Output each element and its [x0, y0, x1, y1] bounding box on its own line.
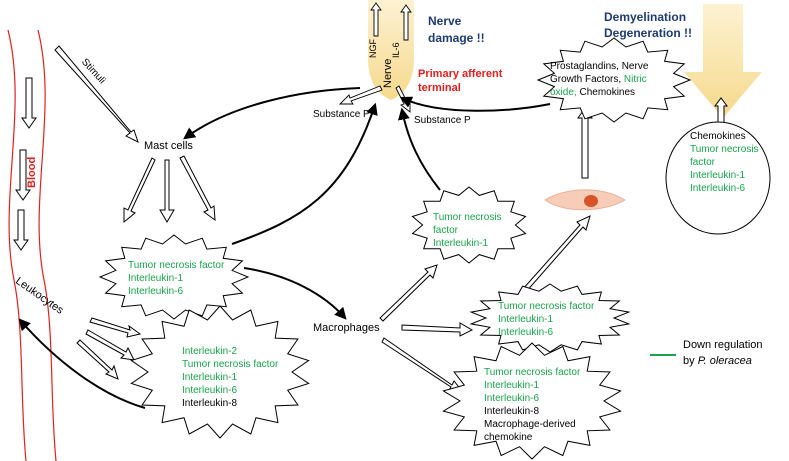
mediator-item: Interleukin-1	[498, 314, 554, 325]
mediator-item: Interleukin-6	[690, 183, 746, 194]
nerve-factors-star	[536, 37, 692, 123]
mediator-item: chemokine	[484, 432, 533, 443]
mediator-item: factor	[433, 225, 459, 236]
mediator-item: Interleukin-6	[182, 385, 238, 396]
label-nerve-damage-2: damage !!	[428, 31, 485, 45]
leukocyte-arrows	[76, 317, 142, 380]
mediator-item: Interleukin-2	[182, 346, 238, 357]
label-mast-cells: Mast cells	[144, 140, 193, 152]
nerve-shape	[368, 0, 414, 100]
mediator-item: Chemokines	[690, 131, 746, 142]
chemokines-circle	[665, 121, 771, 235]
arrow-nerve-to-mast-cells	[183, 87, 361, 140]
mediator-item: Interleukin-6	[498, 327, 554, 338]
arrow-nerve-factors-to-nerve	[399, 96, 551, 112]
mediator-item: Tumor necrosis	[690, 144, 759, 155]
mediator-item: Tumor necrosis factor	[484, 367, 581, 378]
arrow-macrophage-top-to-nerve	[398, 107, 441, 191]
label-nerve-damage-1: Nerve	[428, 14, 462, 28]
mediator-item: Interleukin-8	[182, 398, 238, 409]
mediator-item: Interleukin-6	[484, 393, 540, 404]
nerve-factors-line-2b: Nitric	[623, 74, 647, 85]
mediator-item: Interleukin-1	[128, 273, 184, 284]
arrow-nerve-to-substance-p-left	[338, 85, 383, 105]
ngf-il6-arrows	[370, 2, 412, 41]
legend-line-2: by P. oleracea	[683, 355, 752, 368]
label-macrophages: Macrophages	[313, 322, 380, 334]
blood-vessel-wall-right	[37, 29, 57, 461]
label-primary-afferent-2: terminal	[418, 82, 461, 94]
cell-nucleus	[584, 195, 598, 207]
mediator-item: Interleukin-1	[182, 372, 238, 383]
mediator-item: Tumor necrosis factor	[498, 301, 595, 312]
nerve-factors-line-1: Prostaglandins, Nerve	[550, 61, 649, 72]
mediator-item: Tumor necrosis	[433, 212, 502, 223]
label-substance-p-right: Substance P	[414, 115, 471, 126]
legend-species: P. oleracea	[697, 355, 752, 367]
mediator-item: Interleukin-1	[484, 380, 540, 391]
nerve-factors-line-3b: Chemokines	[579, 87, 636, 98]
arrow-stimuli	[54, 45, 139, 143]
mediator-item: Tumor necrosis factor	[182, 359, 279, 370]
blood-vessel-wall-left	[7, 29, 27, 461]
mast-cell-arrows	[123, 155, 216, 224]
label-blood: Blood	[26, 156, 38, 188]
nerve-factors-line-2a: Growth Factors,	[550, 74, 624, 85]
label-substance-p-left: Substance P	[313, 109, 370, 120]
mediator-item: Interleukin-1	[433, 238, 489, 249]
leukocyte-mediator-star	[130, 305, 310, 439]
mediator-item: Interleukin-1	[690, 170, 746, 181]
label-ngf: NGF	[368, 39, 378, 58]
mast-mediator-star	[98, 234, 250, 320]
macrophage-mid-star	[469, 283, 631, 353]
arrow-chemokines-up	[714, 97, 728, 125]
arrow-star-to-macrophages	[243, 267, 347, 320]
macrophage-bottom-star	[442, 342, 622, 460]
arrow-to-cell	[521, 215, 591, 294]
mediator-item: Macrophage-derived	[484, 419, 576, 430]
mediator-item: Interleukin-6	[128, 286, 184, 297]
mediator-item: Tumor necrosis factor	[128, 260, 225, 271]
label-demyelination-1: Demyelination	[604, 10, 687, 24]
macrophage-top-star	[411, 186, 527, 264]
label-primary-afferent-1: Primary afferent	[418, 68, 503, 80]
demyelination-arrow	[684, 4, 762, 118]
arrow-leukocyte-star-to-leukocytes	[18, 318, 146, 409]
blood-flow-arrows	[13, 77, 37, 251]
label-demyelination-2: Degeneration !!	[604, 26, 693, 40]
label-nerve: Nerve	[382, 58, 394, 88]
label-il6: IL-6	[391, 42, 401, 58]
mediator-item: factor	[690, 157, 716, 168]
mediator-item: Interleukin-8	[484, 406, 540, 417]
legend-line-1: Down regulation	[683, 339, 763, 351]
arrow-star-to-nerve	[231, 102, 378, 245]
nerve-factors-line-3a: oxide,	[550, 87, 580, 98]
legend-prefix: by	[683, 355, 698, 367]
nerve-factors-text: Prostaglandins, Nerve Growth Factors, Ni…	[550, 60, 648, 99]
